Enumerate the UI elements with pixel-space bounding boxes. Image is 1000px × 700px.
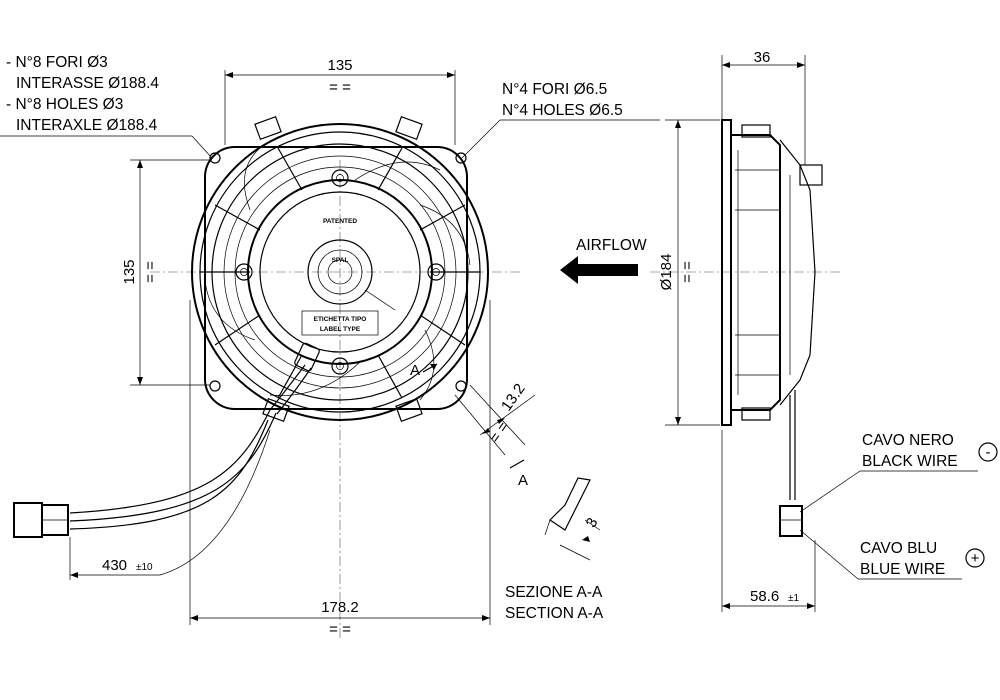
dim-top-eq: = = [329, 79, 351, 96]
section-detail: 3 SEZIONE A-A SECTION A-A [505, 477, 604, 622]
note-blue-it: CAVO BLU [860, 540, 937, 557]
note-holes3-en: - N°8 HOLES Ø3 [6, 96, 123, 113]
label-type-en: LABEL TYPE [320, 326, 361, 333]
dim-depth: 36 [754, 49, 771, 66]
section-mark-top: A [410, 362, 420, 379]
plus-sign: + [971, 550, 980, 567]
note-black-en: BLACK WIRE [862, 453, 958, 470]
airflow-arrow-icon [560, 256, 638, 284]
dim-cable-length: 430 [102, 557, 127, 574]
note-holes65-it: N°4 FORI Ø6.5 [502, 81, 607, 98]
label-type-it: ETICHETTA TIPO [314, 316, 367, 323]
side-view [650, 119, 840, 537]
section-mark-bottom: A [518, 472, 528, 489]
airflow-label: AIRFLOW [576, 237, 647, 254]
dim-diameter-eq: = = [679, 261, 696, 283]
dim-bottom-width: 178.2 [321, 599, 359, 616]
dim-diameter: Ø184 [658, 254, 675, 291]
dim-motor-tolerance: ±1 [788, 593, 799, 604]
note-black-it: CAVO NERO [862, 432, 954, 449]
brand-logo-text: SPAL [332, 257, 349, 264]
section-title-it: SEZIONE A-A [505, 584, 603, 601]
hole-notes: - N°8 FORI Ø3 INTERASSE Ø188.4 - N°8 HOL… [0, 54, 660, 159]
dim-top-width: 135 [327, 57, 352, 74]
wire-notes: CAVO NERO BLACK WIRE - CAVO BLU BLUE WIR… [799, 432, 998, 580]
front-dimensions: 135 = = 135 = = 178.2 = = 430 ±10 13.2 =… [69, 57, 536, 638]
cable-connector [13, 409, 277, 538]
minus-sign: - [986, 444, 991, 461]
dim-left-height: 135 [121, 259, 138, 284]
note-interasse: INTERASSE Ø188.4 [16, 75, 159, 92]
dim-bottom-eq: = = [329, 621, 351, 638]
note-blue-en: BLUE WIRE [860, 561, 945, 578]
patented-text: PATENTED [323, 218, 357, 225]
note-interaxle: INTERAXLE Ø188.4 [16, 117, 158, 134]
dim-left-eq: = = [142, 261, 159, 283]
dim-motor: 58.6 [750, 588, 779, 605]
front-view: PATENTED SPAL ETICHETTA TIPO LABEL TYPE [150, 115, 520, 640]
note-holes65-en: N°4 HOLES Ø6.5 [502, 102, 623, 119]
dim-cable-tolerance: ±10 [136, 562, 153, 573]
note-holes3-it: - N°8 FORI Ø3 [6, 54, 108, 71]
section-title-en: SECTION A-A [505, 605, 604, 622]
dim-tab: 13.2 [498, 381, 529, 415]
dim-thickness: 3 [583, 515, 602, 531]
mounting-holes [235, 169, 445, 375]
minus-symbol-icon [978, 442, 998, 462]
plus-symbol-icon [965, 548, 985, 568]
side-dimensions: 36 Ø184 = = 58.6 ±1 [658, 49, 816, 612]
airflow-indicator: AIRFLOW [560, 237, 647, 284]
